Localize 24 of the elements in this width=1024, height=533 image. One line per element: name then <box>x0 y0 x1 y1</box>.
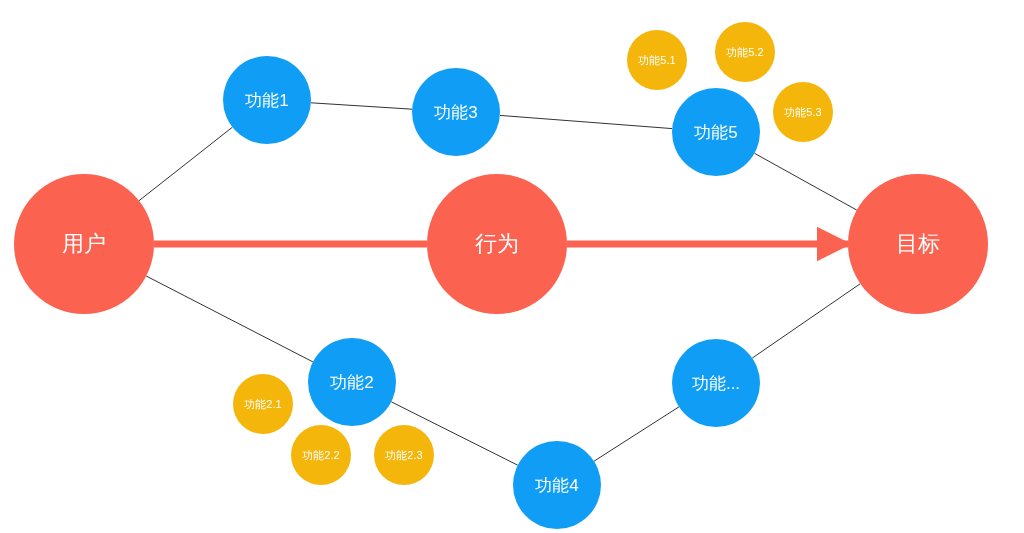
connector-line <box>145 275 314 363</box>
connector-line <box>499 114 673 130</box>
sub-feature-circle: 功能5.3 <box>773 82 833 142</box>
connector-line <box>390 401 519 466</box>
connector-line <box>310 102 413 110</box>
main-circle: 目标 <box>848 174 988 314</box>
connector-line <box>138 126 233 202</box>
sub-feature-circle: 功能5.2 <box>715 22 775 82</box>
connector-line <box>751 283 861 359</box>
sub-feature-circle: 功能2.1 <box>233 374 293 434</box>
sub-feature-circle: 功能2.2 <box>291 425 351 485</box>
feature-circle: 功能... <box>672 339 760 427</box>
feature-circle: 功能2 <box>308 338 396 426</box>
sub-feature-circle: 功能5.1 <box>627 30 687 90</box>
main-circle: 用户 <box>14 174 154 314</box>
feature-circle: 功能3 <box>412 68 500 156</box>
connector-line <box>593 406 680 462</box>
sub-feature-circle: 功能2.3 <box>374 425 434 485</box>
connector-line <box>154 240 427 248</box>
feature-circle: 功能5 <box>672 88 760 176</box>
feature-circle: 功能4 <box>513 441 601 529</box>
connector-line <box>754 152 858 211</box>
main-circle: 行为 <box>427 174 567 314</box>
feature-circle: 功能1 <box>223 56 311 144</box>
